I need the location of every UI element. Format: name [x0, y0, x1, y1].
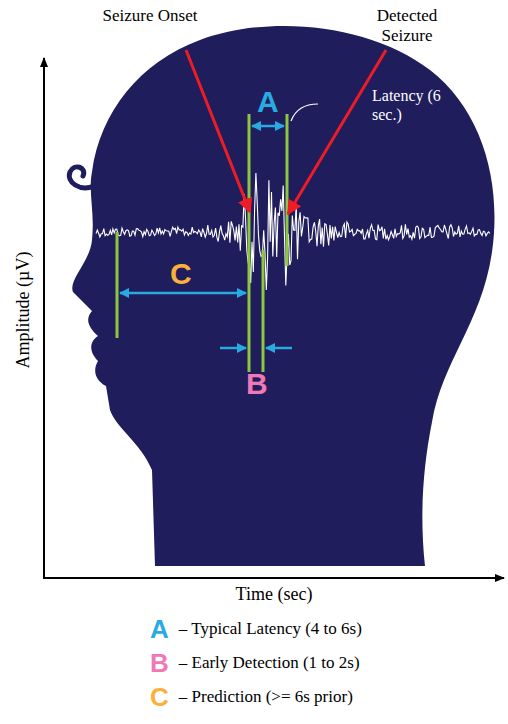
- callout-label: Detected Seizure: [352, 6, 462, 46]
- early-marker: [262, 250, 265, 372]
- legend-text: – Typical Latency (4 to 6s): [179, 619, 362, 639]
- early-arrow-right: [266, 347, 292, 350]
- onset-marker: [248, 114, 251, 372]
- legend-swatch: A: [150, 615, 169, 643]
- detection-pointer: [288, 50, 386, 214]
- legend-letter: A: [150, 614, 169, 644]
- eeg-trace: [96, 173, 490, 290]
- x-axis: [43, 577, 504, 579]
- latency-label: Latency (6 sec.): [372, 86, 442, 124]
- prediction-marker: [116, 232, 119, 338]
- callout-letter: B: [246, 368, 268, 400]
- axis-label: Amplitude (µV): [13, 228, 33, 393]
- prediction-arrow: [120, 292, 246, 295]
- callout-letter: A: [257, 86, 279, 118]
- latency-leader: [291, 104, 318, 121]
- axis-label: Time (sec): [194, 584, 354, 604]
- y-axis: [43, 58, 45, 578]
- latency-arrow: [252, 125, 284, 128]
- callout-letter: C: [170, 258, 192, 290]
- callout-label: Seizure Onset: [100, 6, 200, 26]
- legend-letter: B: [150, 648, 169, 678]
- eeg-trace-group: [96, 173, 490, 290]
- legend-text: – Early Detection (1 to 2s): [179, 653, 360, 673]
- legend-row: C – Prediction (>= 6s prior): [150, 682, 353, 712]
- onset-pointer: [186, 50, 250, 212]
- legend-swatch: C: [150, 683, 169, 711]
- detection-marker: [286, 114, 289, 266]
- legend-letter: C: [150, 682, 169, 712]
- legend-row: B – Early Detection (1 to 2s): [150, 648, 360, 678]
- early-arrow-left: [220, 347, 246, 350]
- legend-swatch: B: [150, 649, 169, 677]
- time-markers: [117, 114, 287, 372]
- ear-curl: [69, 167, 94, 188]
- head-silhouette: [72, 26, 494, 566]
- legend-row: A – Typical Latency (4 to 6s): [150, 614, 362, 644]
- legend-text: – Prediction (>= 6s prior): [179, 687, 353, 707]
